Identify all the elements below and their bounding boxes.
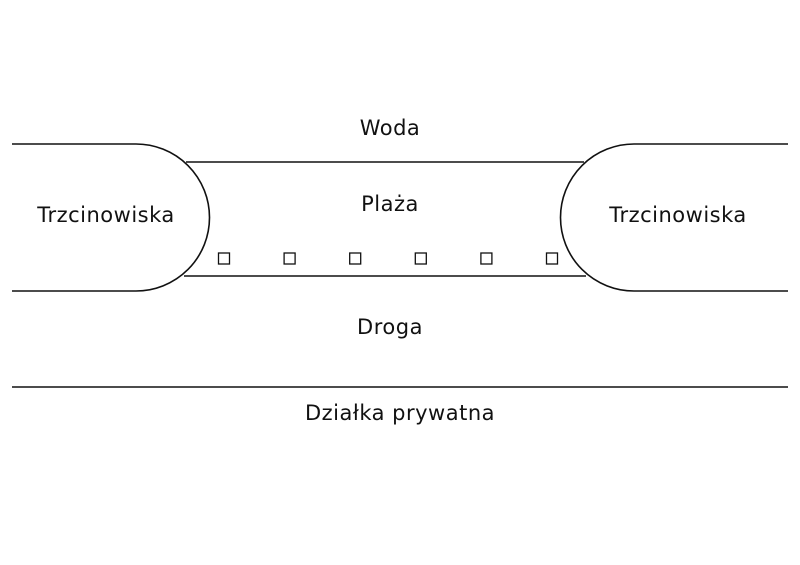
beach-marker bbox=[414, 252, 427, 265]
beach-marker bbox=[480, 252, 493, 265]
label-beach: Plaża bbox=[361, 192, 419, 216]
label-water: Woda bbox=[359, 116, 421, 140]
beach-marker bbox=[217, 252, 231, 265]
reeds-right-outline bbox=[559, 143, 788, 292]
label-reeds-right: Trzcinowiska bbox=[609, 203, 747, 227]
beach-marker bbox=[283, 252, 296, 265]
reeds-left-outline bbox=[12, 143, 211, 292]
beach-marker bbox=[349, 252, 362, 265]
beach-marker bbox=[545, 252, 559, 265]
label-private-plot: Działka prywatna bbox=[304, 401, 496, 425]
label-road: Droga bbox=[357, 315, 423, 339]
label-reeds-left: Trzcinowiska bbox=[37, 203, 175, 227]
